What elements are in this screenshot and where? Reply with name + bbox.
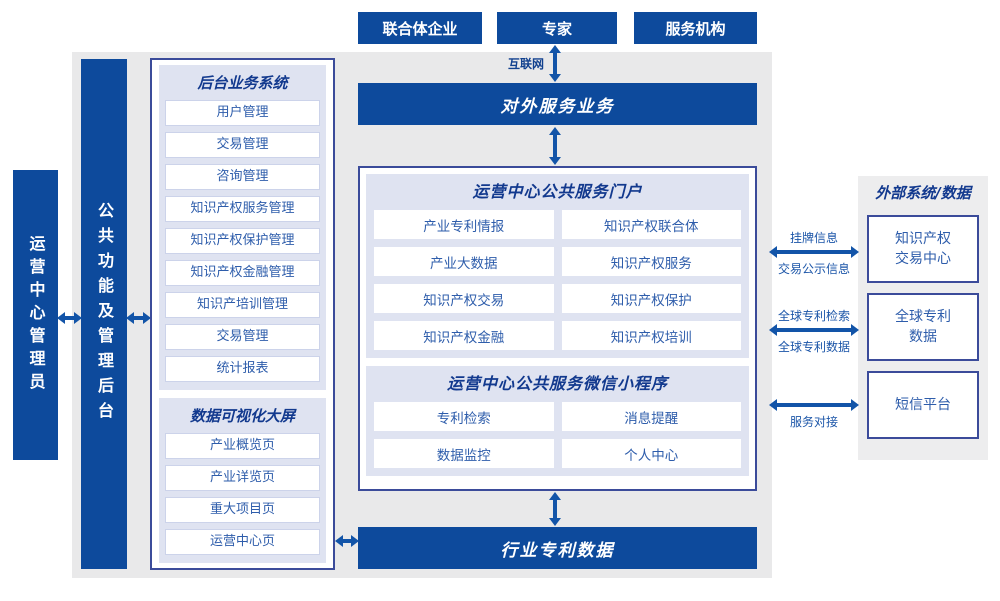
portal-item: 知识产权交易 <box>374 284 554 313</box>
portal-grid: 产业专利情报 知识产权联合体 产业大数据 知识产权服务 知识产权交易 知识产权保… <box>374 210 741 350</box>
arrow-sms-platform <box>769 399 859 411</box>
backend-item: 知识产培训管理 <box>165 292 320 318</box>
portal-section: 运营中心公共服务门户 产业专利情报 知识产权联合体 产业大数据 知识产权服务 知… <box>366 174 749 358</box>
actor-consortium-enterprise: 联合体企业 <box>358 12 482 44</box>
link-label-service-docking: 服务对接 <box>789 415 838 429</box>
miniprogram-grid: 专利检索 消息提醒 数据监控 个人中心 <box>374 402 741 468</box>
arrow-head <box>126 312 134 324</box>
arrow-shaft <box>777 328 851 332</box>
arrow-head <box>851 246 859 258</box>
arrow-head <box>769 399 777 411</box>
operations-center-admin-bar: 运营中心管理员 <box>13 170 58 460</box>
arrow-panel-to-industry-data <box>335 535 359 547</box>
link-label-trade-publicity-info: 交易公示信息 <box>777 262 850 276</box>
backend-item: 用户管理 <box>165 100 320 126</box>
arrow-shaft <box>777 250 851 254</box>
backend-item: 知识产权金融管理 <box>165 260 320 286</box>
link-label-listing-info: 挂牌信息 <box>789 231 838 245</box>
arrow-portal-to-industry-data <box>549 492 561 526</box>
backend-item: 咨询管理 <box>165 164 320 190</box>
miniprogram-item: 消息提醒 <box>561 402 741 431</box>
dataviz-item: 重大项目页 <box>165 497 320 523</box>
portal-item: 产业专利情报 <box>374 210 554 239</box>
portal-item: 知识产权联合体 <box>561 210 741 239</box>
external-system-ip-trading-center: 知识产权 交易中心 <box>867 215 979 283</box>
arrow-head <box>549 74 561 82</box>
industry-patent-data-bar: 行业专利数据 <box>358 527 757 569</box>
arrow-admin-to-backend <box>57 312 82 324</box>
arrow-head <box>549 157 561 165</box>
arrow-head <box>351 535 359 547</box>
backend-system-title: 后台业务系统 <box>197 74 288 92</box>
public-functions-backend-bar: 公共功能及管理后台 <box>81 59 127 569</box>
data-visualization-section: 数据可视化大屏 产业概览页 产业详览页 重大项目页 运营中心页 <box>159 398 326 563</box>
arrow-head <box>549 127 561 135</box>
arrow-actors-to-external-service <box>549 45 561 82</box>
arrow-head <box>769 246 777 258</box>
external-systems-panel: 外部系统/数据 知识产权 交易中心 全球专利 数据 短信平台 <box>858 176 988 460</box>
miniprogram-section: 运营中心公共服务微信小程序 专利检索 消息提醒 数据监控 个人中心 <box>366 366 749 476</box>
external-system-global-patent-data: 全球专利 数据 <box>867 293 979 361</box>
miniprogram-item: 专利检索 <box>374 402 554 431</box>
backend-business-panel: 后台业务系统 用户管理 交易管理 咨询管理 知识产权服务管理 知识产权保护管理 … <box>150 58 335 570</box>
dataviz-item: 运营中心页 <box>165 529 320 555</box>
backend-system-section: 后台业务系统 用户管理 交易管理 咨询管理 知识产权服务管理 知识产权保护管理 … <box>159 65 326 390</box>
arrow-external-service-to-portal <box>549 127 561 165</box>
portal-item: 知识产权服务 <box>561 247 741 276</box>
portal-title: 运营中心公共服务门户 <box>472 182 643 201</box>
link-label-global-patent-data: 全球专利数据 <box>777 340 850 354</box>
arrow-head <box>74 312 82 324</box>
arrow-shaft <box>134 316 143 320</box>
external-systems-title: 外部系统/数据 <box>875 184 971 202</box>
arrow-head <box>549 492 561 500</box>
arrow-head <box>57 312 65 324</box>
data-visualization-title: 数据可视化大屏 <box>189 407 295 425</box>
portal-item: 产业大数据 <box>374 247 554 276</box>
arrow-global-patent-data <box>769 324 859 336</box>
arrow-shaft <box>777 403 851 407</box>
arrow-head <box>549 518 561 526</box>
backend-item: 统计报表 <box>165 356 320 382</box>
backend-item: 交易管理 <box>165 132 320 158</box>
miniprogram-title: 运营中心公共服务微信小程序 <box>446 374 668 393</box>
backend-item: 知识产权服务管理 <box>165 196 320 222</box>
portal-item: 知识产权金融 <box>374 321 554 350</box>
miniprogram-item: 个人中心 <box>561 439 741 468</box>
public-service-panel: 运营中心公共服务门户 产业专利情报 知识产权联合体 产业大数据 知识产权服务 知… <box>358 166 757 491</box>
portal-item: 知识产权保护 <box>561 284 741 313</box>
link-label-global-patent-search: 全球专利检索 <box>777 309 850 323</box>
miniprogram-item: 数据监控 <box>374 439 554 468</box>
arrow-head <box>851 399 859 411</box>
arrow-shaft <box>343 539 351 543</box>
arrow-head <box>549 45 561 53</box>
dataviz-item: 产业概览页 <box>165 433 320 459</box>
arrow-ip-trading-center <box>769 246 859 258</box>
arrow-shaft <box>553 135 557 157</box>
arrow-head <box>335 535 343 547</box>
arrow-backend-to-panel <box>126 312 151 324</box>
internet-label: 互联网 <box>507 57 544 71</box>
arrow-shaft <box>553 500 557 518</box>
arrow-shaft <box>65 316 74 320</box>
arrow-shaft <box>553 53 557 74</box>
arrow-head <box>143 312 151 324</box>
arrow-head <box>769 324 777 336</box>
actor-service-agency: 服务机构 <box>634 12 757 44</box>
external-system-sms-platform: 短信平台 <box>867 371 979 439</box>
backend-item: 知识产权保护管理 <box>165 228 320 254</box>
dataviz-item: 产业详览页 <box>165 465 320 491</box>
backend-item: 交易管理 <box>165 324 320 350</box>
actor-expert: 专家 <box>497 12 617 44</box>
arrow-head <box>851 324 859 336</box>
external-service-business-bar: 对外服务业务 <box>358 83 757 125</box>
portal-item: 知识产权培训 <box>561 321 741 350</box>
